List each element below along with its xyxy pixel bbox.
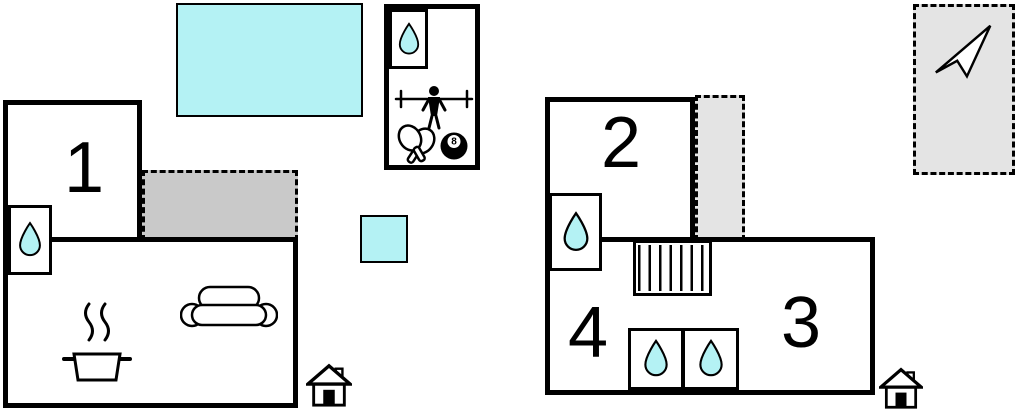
games-icons: 8 <box>394 86 474 164</box>
bathroom-box-games <box>389 9 428 69</box>
room-2-label: 2 <box>600 103 642 183</box>
terrace-right <box>695 95 745 241</box>
shower-box-1 <box>628 328 684 390</box>
billiard-8-ball-icon: 8 <box>440 132 468 160</box>
entrance-house-icon-right <box>879 367 923 409</box>
room-3-label: 3 <box>780 283 822 363</box>
room-4-label: 4 <box>567 293 609 373</box>
water-drop-icon <box>398 21 419 54</box>
small-pool-square <box>360 215 408 263</box>
door <box>895 392 907 408</box>
foosball-player-icon <box>394 86 474 130</box>
water-drop-icon <box>563 210 588 251</box>
table-tennis-paddle-icon <box>397 124 436 164</box>
bathroom-box-right <box>549 193 602 271</box>
stairs <box>633 240 712 296</box>
shower-box-2 <box>682 328 739 390</box>
pool-area <box>176 3 363 117</box>
terrace-left <box>142 170 298 241</box>
water-drop-icon <box>698 339 723 377</box>
entrance-house-icon-left <box>306 363 352 407</box>
door <box>323 389 335 406</box>
room-1-label: 1 <box>63 128 105 208</box>
cooking-pot-icon <box>62 302 132 382</box>
sofa-icon <box>180 285 278 328</box>
water-drop-icon <box>19 221 41 257</box>
bathroom-box-left <box>8 205 52 275</box>
north-arrow-icon <box>935 24 992 79</box>
eight-ball-number: 8 <box>451 137 457 148</box>
water-drop-icon <box>644 339 668 377</box>
compass-box <box>913 4 1015 175</box>
